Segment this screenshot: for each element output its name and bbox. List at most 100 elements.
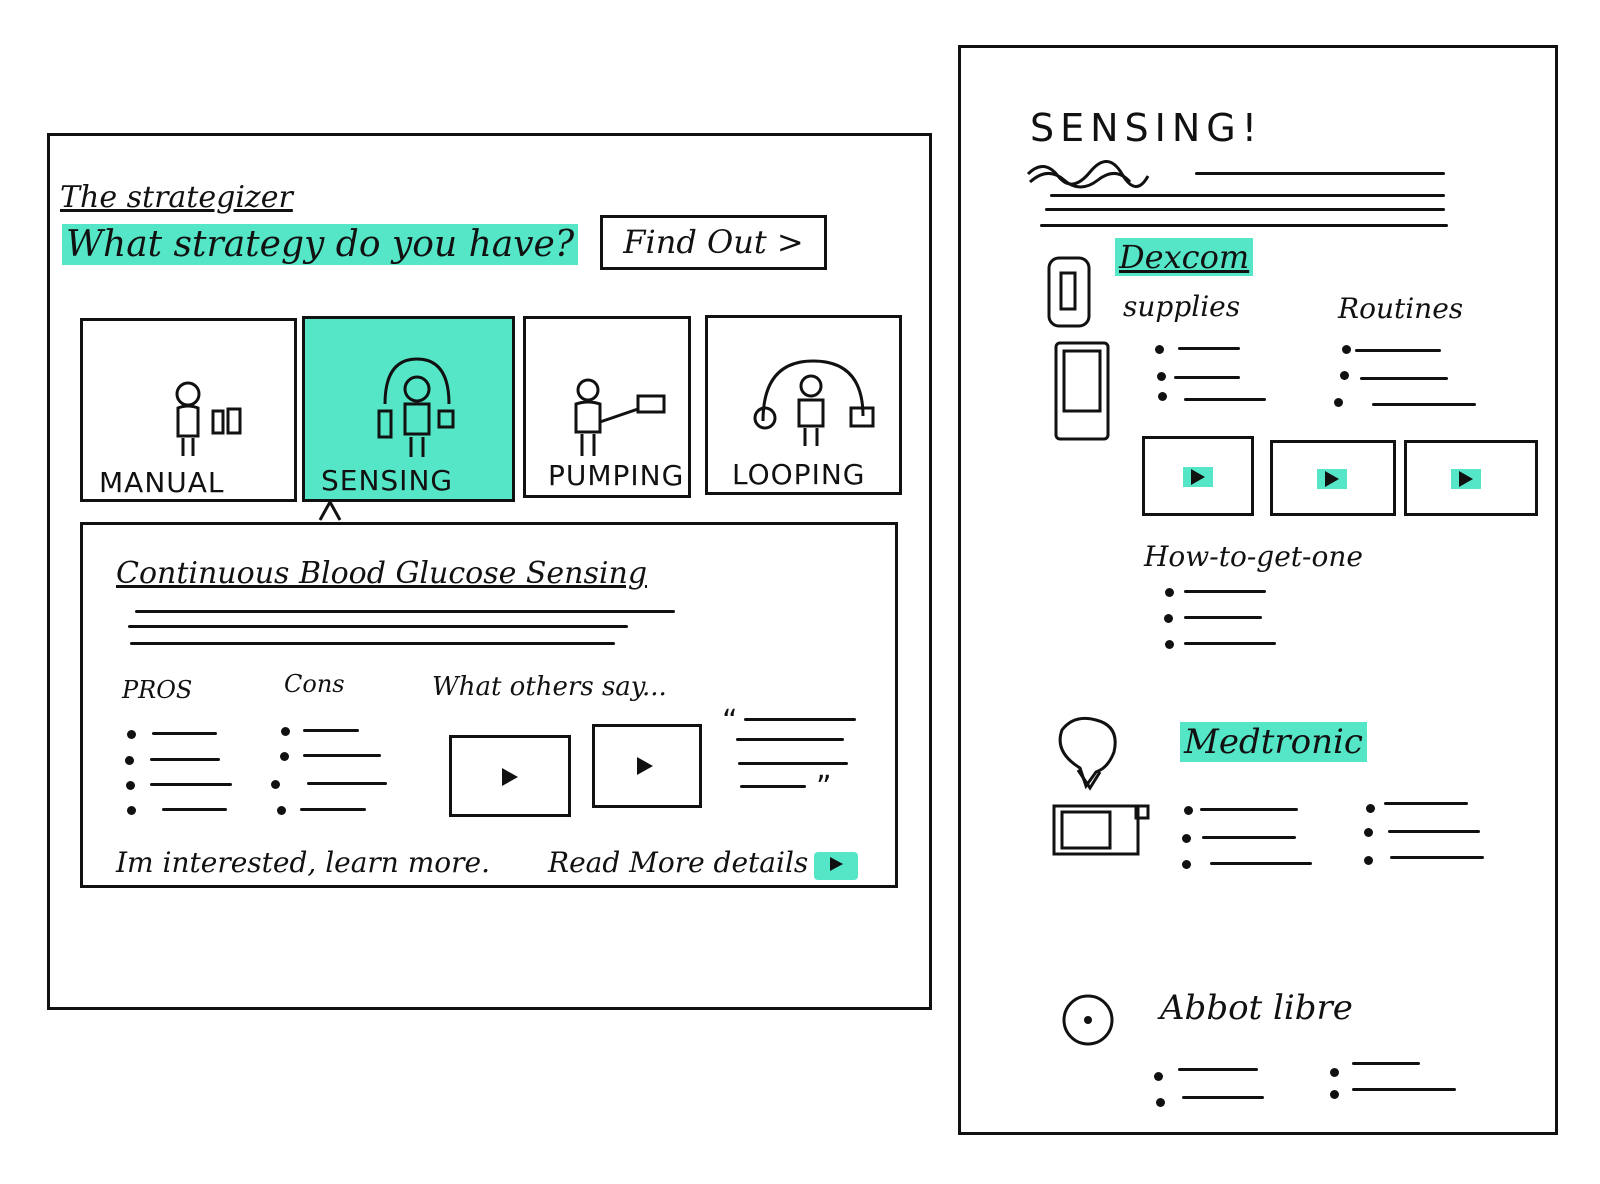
arrow-right-icon (830, 857, 843, 871)
medtronic-title[interactable]: Medtronic (1180, 722, 1367, 762)
pros-line (150, 758, 220, 761)
strategy-question-text: What strategy do you have? (62, 224, 579, 265)
cons-label: Cons (284, 670, 345, 698)
open-quote-icon: “ (722, 704, 738, 739)
dexcom-video-3[interactable] (1404, 440, 1538, 516)
cons-line (303, 729, 359, 732)
tile-manual[interactable]: MANUAL (80, 318, 297, 502)
interested-link[interactable]: Im interested, learn more. (116, 846, 490, 879)
cons-bullet (281, 727, 290, 736)
app-title: The strategizer (60, 180, 293, 215)
person-with-pump-icon (574, 378, 666, 456)
pros-bullet (126, 781, 135, 790)
medtronic-line (1210, 862, 1312, 865)
find-out-button[interactable]: Find Out > (600, 215, 827, 270)
quote-line (736, 738, 844, 741)
how-to-line (1184, 590, 1266, 593)
play-icon (1325, 471, 1339, 487)
pros-label: PROS (122, 676, 193, 704)
supplies-line (1184, 398, 1266, 401)
description-line (128, 625, 628, 628)
medtronic-bullet (1182, 860, 1191, 869)
routines-bullet (1334, 398, 1343, 407)
play-icon (637, 757, 653, 775)
close-quote-icon: ” (816, 770, 832, 805)
dexcom-video-2[interactable] (1270, 440, 1396, 516)
routines-line (1372, 403, 1476, 406)
testimonial-video-1[interactable] (449, 735, 571, 817)
intro-line (1045, 208, 1445, 211)
quote-line (744, 718, 856, 721)
pros-line (152, 732, 217, 735)
tile-manual-label: MANUAL (99, 466, 225, 499)
quote-line (740, 785, 806, 788)
cons-line (307, 782, 387, 785)
person-with-sensor-icon (377, 357, 455, 457)
dexcom-supplies-label: supplies (1123, 290, 1241, 323)
how-to-line (1184, 616, 1262, 619)
tile-pumping-label: PUMPING (548, 459, 685, 492)
medtronic-line (1384, 802, 1468, 805)
play-icon (502, 768, 518, 786)
others-say-label: What others say... (432, 672, 667, 702)
closed-loop-icon (753, 359, 875, 446)
medtronic-bullet (1182, 834, 1191, 843)
person-with-supplies-icon (175, 381, 242, 456)
tile-sensing-label: SENSING (321, 464, 454, 497)
dexcom-video-1[interactable] (1142, 436, 1254, 516)
read-more-link[interactable]: Read More details (548, 846, 809, 879)
tile-looping-label: LOOPING (732, 458, 866, 491)
supplies-line (1174, 376, 1240, 379)
how-to-bullet (1165, 588, 1174, 597)
medtronic-line (1202, 836, 1296, 839)
tile-sensing[interactable]: SENSING (302, 316, 515, 502)
abbot-libre-title[interactable]: Abbot libre (1160, 988, 1353, 1028)
medtronic-line (1388, 830, 1480, 833)
intro-line (1040, 224, 1448, 227)
tile-pumping[interactable]: PUMPING (523, 316, 691, 498)
how-to-bullet (1164, 614, 1173, 623)
cons-bullet (280, 752, 289, 761)
libre-line (1182, 1096, 1264, 1099)
routines-line (1355, 349, 1441, 352)
description-line (135, 610, 675, 613)
read-more-arrow-button[interactable] (814, 852, 858, 880)
sensing-page-title: SENSING! (1030, 106, 1263, 150)
play-icon (1459, 471, 1473, 487)
scribbled-out-text-icon (1026, 160, 1150, 189)
pros-bullet (125, 756, 134, 765)
cons-bullet (277, 806, 286, 815)
medtronic-device-icon (1052, 716, 1150, 856)
medtronic-line (1390, 856, 1484, 859)
dexcom-device-icon (1047, 256, 1110, 441)
libre-line (1352, 1088, 1456, 1091)
strategizer-panel (47, 133, 932, 1010)
routines-bullet (1340, 371, 1349, 380)
dexcom-title[interactable]: Dexcom (1115, 238, 1254, 276)
how-to-get-one-label: How-to-get-one (1144, 540, 1363, 573)
cons-line (300, 808, 366, 811)
testimonial-video-2[interactable] (592, 724, 702, 808)
libre-line (1178, 1068, 1258, 1071)
libre-sensor-icon (1062, 994, 1114, 1046)
description-line (130, 642, 615, 645)
routines-bullet (1342, 345, 1351, 354)
medtronic-bullet (1364, 856, 1373, 865)
pros-bullet (127, 806, 136, 815)
detail-heading: Continuous Blood Glucose Sensing (116, 556, 648, 591)
sensing-detail-page (958, 45, 1558, 1135)
pros-bullet (127, 730, 136, 739)
libre-line (1352, 1062, 1420, 1065)
intro-line (1050, 194, 1445, 197)
libre-bullet (1330, 1090, 1339, 1099)
play-icon (1191, 469, 1205, 485)
tile-looping[interactable]: LOOPING (705, 315, 902, 495)
supplies-bullet (1157, 372, 1166, 381)
how-to-bullet (1165, 640, 1174, 649)
cons-bullet (271, 780, 280, 789)
medtronic-bullet (1366, 804, 1375, 813)
strategy-question: What strategy do you have? (62, 224, 579, 265)
medtronic-bullet (1184, 806, 1193, 815)
pros-line (162, 808, 227, 811)
dexcom-routines-label: Routines (1338, 292, 1464, 325)
